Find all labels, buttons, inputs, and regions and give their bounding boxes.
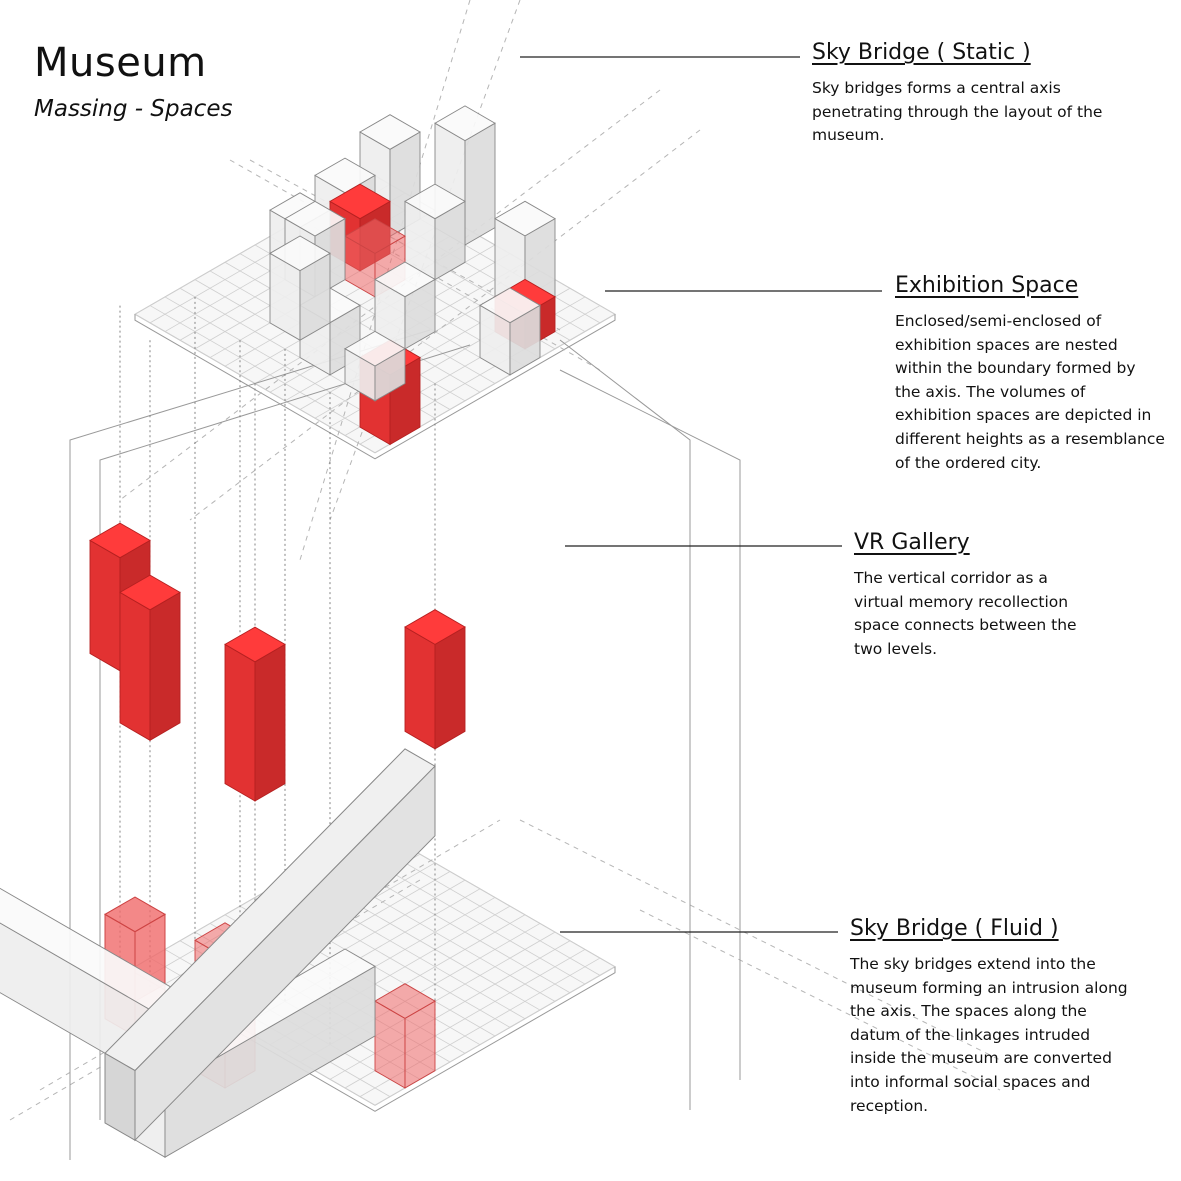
frame-line bbox=[559, 369, 741, 1080]
callout-body: The vertical corridor as a virtual memor… bbox=[854, 569, 1077, 658]
callout-sky-bridge-fluid: Sky Bridge ( Fluid ) The sky bridges ext… bbox=[850, 916, 1140, 1118]
box-face-left bbox=[404, 626, 436, 750]
box-face-left bbox=[89, 539, 121, 672]
callout-body: Enclosed/semi-enclosed of exhibition spa… bbox=[895, 312, 1165, 472]
box-face-top bbox=[284, 200, 346, 237]
box-face-right bbox=[254, 643, 286, 802]
callout-heading: Sky Bridge ( Static ) bbox=[812, 40, 1031, 65]
box-face-right bbox=[464, 122, 496, 246]
box-face-top bbox=[374, 983, 436, 1019]
sky-bridge-sloped bbox=[104, 748, 436, 1142]
axis-guide-line bbox=[189, 129, 701, 521]
axis-guide-line bbox=[329, 0, 521, 521]
leader-lines-layer bbox=[520, 56, 882, 933]
box-face-left bbox=[224, 643, 256, 802]
exhibition-volume bbox=[404, 183, 466, 281]
box-face-top bbox=[479, 287, 541, 324]
box-face-top bbox=[269, 235, 331, 272]
box-face-top bbox=[404, 183, 466, 220]
box-face-top bbox=[359, 114, 421, 150]
page-subtitle: Massing - Spaces bbox=[34, 96, 233, 122]
frame-line bbox=[559, 339, 691, 1110]
box-face-top bbox=[494, 200, 556, 237]
exhibition-volume bbox=[344, 330, 406, 402]
box-face-top bbox=[119, 574, 181, 611]
box-face-top bbox=[374, 261, 436, 298]
exhibition-volume bbox=[374, 261, 436, 350]
box-face-top bbox=[434, 105, 496, 142]
axis-guide-line bbox=[639, 909, 1001, 1091]
callout-exhibition-space: Exhibition Space Enclosed/semi-enclosed … bbox=[895, 273, 1165, 475]
box-face-right bbox=[149, 591, 181, 742]
callout-heading: Exhibition Space bbox=[895, 273, 1079, 298]
frame-line bbox=[69, 329, 431, 1160]
exhibition-volume bbox=[479, 287, 541, 376]
axis-guide-line bbox=[39, 819, 501, 1091]
box-face-top bbox=[224, 626, 286, 663]
grid-line bbox=[149, 305, 391, 445]
box-face-top bbox=[104, 896, 166, 933]
exhibition-volume bbox=[269, 235, 331, 341]
box-face-top bbox=[344, 330, 406, 367]
callout-heading: Sky Bridge ( Fluid ) bbox=[850, 916, 1059, 941]
page-title: Museum bbox=[34, 40, 207, 86]
callout-body: The sky bridges extend into the museum f… bbox=[850, 955, 1128, 1115]
box-face-top bbox=[329, 183, 391, 220]
callout-body: Sky bridges forms a central axis penetra… bbox=[812, 79, 1103, 145]
floor-edge bbox=[134, 314, 616, 460]
box-face-top bbox=[89, 522, 151, 559]
vr-gallery-volume bbox=[404, 609, 466, 750]
box-face-left bbox=[119, 591, 151, 742]
bridge-end bbox=[104, 1052, 136, 1142]
vr-gallery-volume bbox=[119, 574, 181, 742]
axis-guide-line bbox=[119, 89, 661, 501]
callout-vr-gallery: VR Gallery The vertical corridor as a vi… bbox=[854, 530, 1094, 661]
box-face-top bbox=[344, 218, 406, 254]
box-face-top bbox=[404, 609, 466, 645]
massing-volumes-layer bbox=[0, 105, 556, 1158]
callout-heading: VR Gallery bbox=[854, 530, 970, 555]
box-face-right bbox=[434, 626, 466, 750]
grid-line bbox=[329, 940, 571, 1080]
callout-sky-bridge-static: Sky Bridge ( Static ) Sky bridges forms … bbox=[812, 40, 1132, 148]
lower-exhibition-volume bbox=[374, 983, 436, 1089]
vr-gallery-volume bbox=[224, 626, 286, 802]
